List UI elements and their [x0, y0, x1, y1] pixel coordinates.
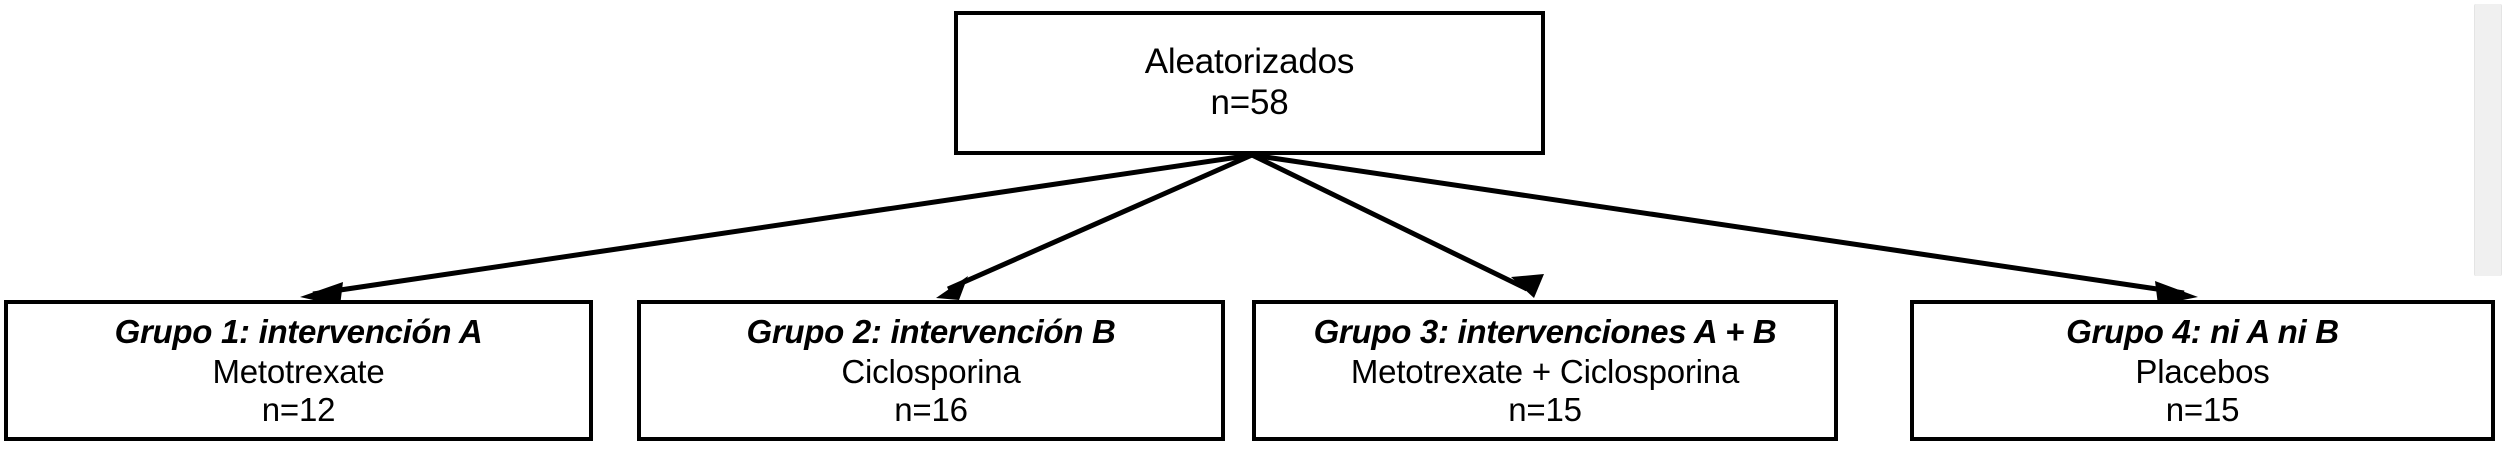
- node-aleatorizados-count: n=58: [1210, 83, 1289, 122]
- node-grupo-3: Grupo 3: intervenciones A + B Metotrexat…: [1252, 300, 1838, 441]
- node-aleatorizados: Aleatorizados n=58: [954, 11, 1545, 155]
- node-grupo-4: Grupo 4: ni A ni B Placebos n=15: [1910, 300, 2495, 441]
- node-grupo-4-detail: Placebos: [2135, 352, 2270, 390]
- connector-arrow-group-4: [1251, 152, 2198, 305]
- node-grupo-3-count: n=15: [1508, 391, 1582, 429]
- node-grupo-2: Grupo 2: intervención B Ciclosporina n=1…: [637, 300, 1225, 441]
- connector-arrow-group-1: [300, 152, 1253, 306]
- node-grupo-4-title: Grupo 4: ni A ni B: [2066, 313, 2339, 351]
- node-grupo-1: Grupo 1: intervención A Metotrexate n=12: [4, 300, 593, 441]
- node-grupo-4-count: n=15: [2165, 391, 2240, 429]
- node-grupo-1-count: n=12: [261, 391, 336, 429]
- node-grupo-1-title: Grupo 1: intervención A: [114, 313, 483, 351]
- node-grupo-3-title: Grupo 3: intervenciones A + B: [1313, 313, 1777, 351]
- node-aleatorizados-label: Aleatorizados: [1144, 42, 1355, 82]
- node-grupo-1-detail: Metotrexate: [212, 352, 385, 390]
- connector-arrow-group-2: [936, 152, 1254, 300]
- vertical-scrollbar[interactable]: [2474, 4, 2502, 276]
- connector-arrow-group-3: [1250, 152, 1544, 298]
- node-grupo-2-count: n=16: [894, 391, 968, 429]
- node-grupo-2-detail: Ciclosporina: [841, 352, 1021, 390]
- node-grupo-3-detail: Metotrexate + Ciclosporina: [1350, 352, 1740, 390]
- node-grupo-2-title: Grupo 2: intervención B: [746, 313, 1116, 351]
